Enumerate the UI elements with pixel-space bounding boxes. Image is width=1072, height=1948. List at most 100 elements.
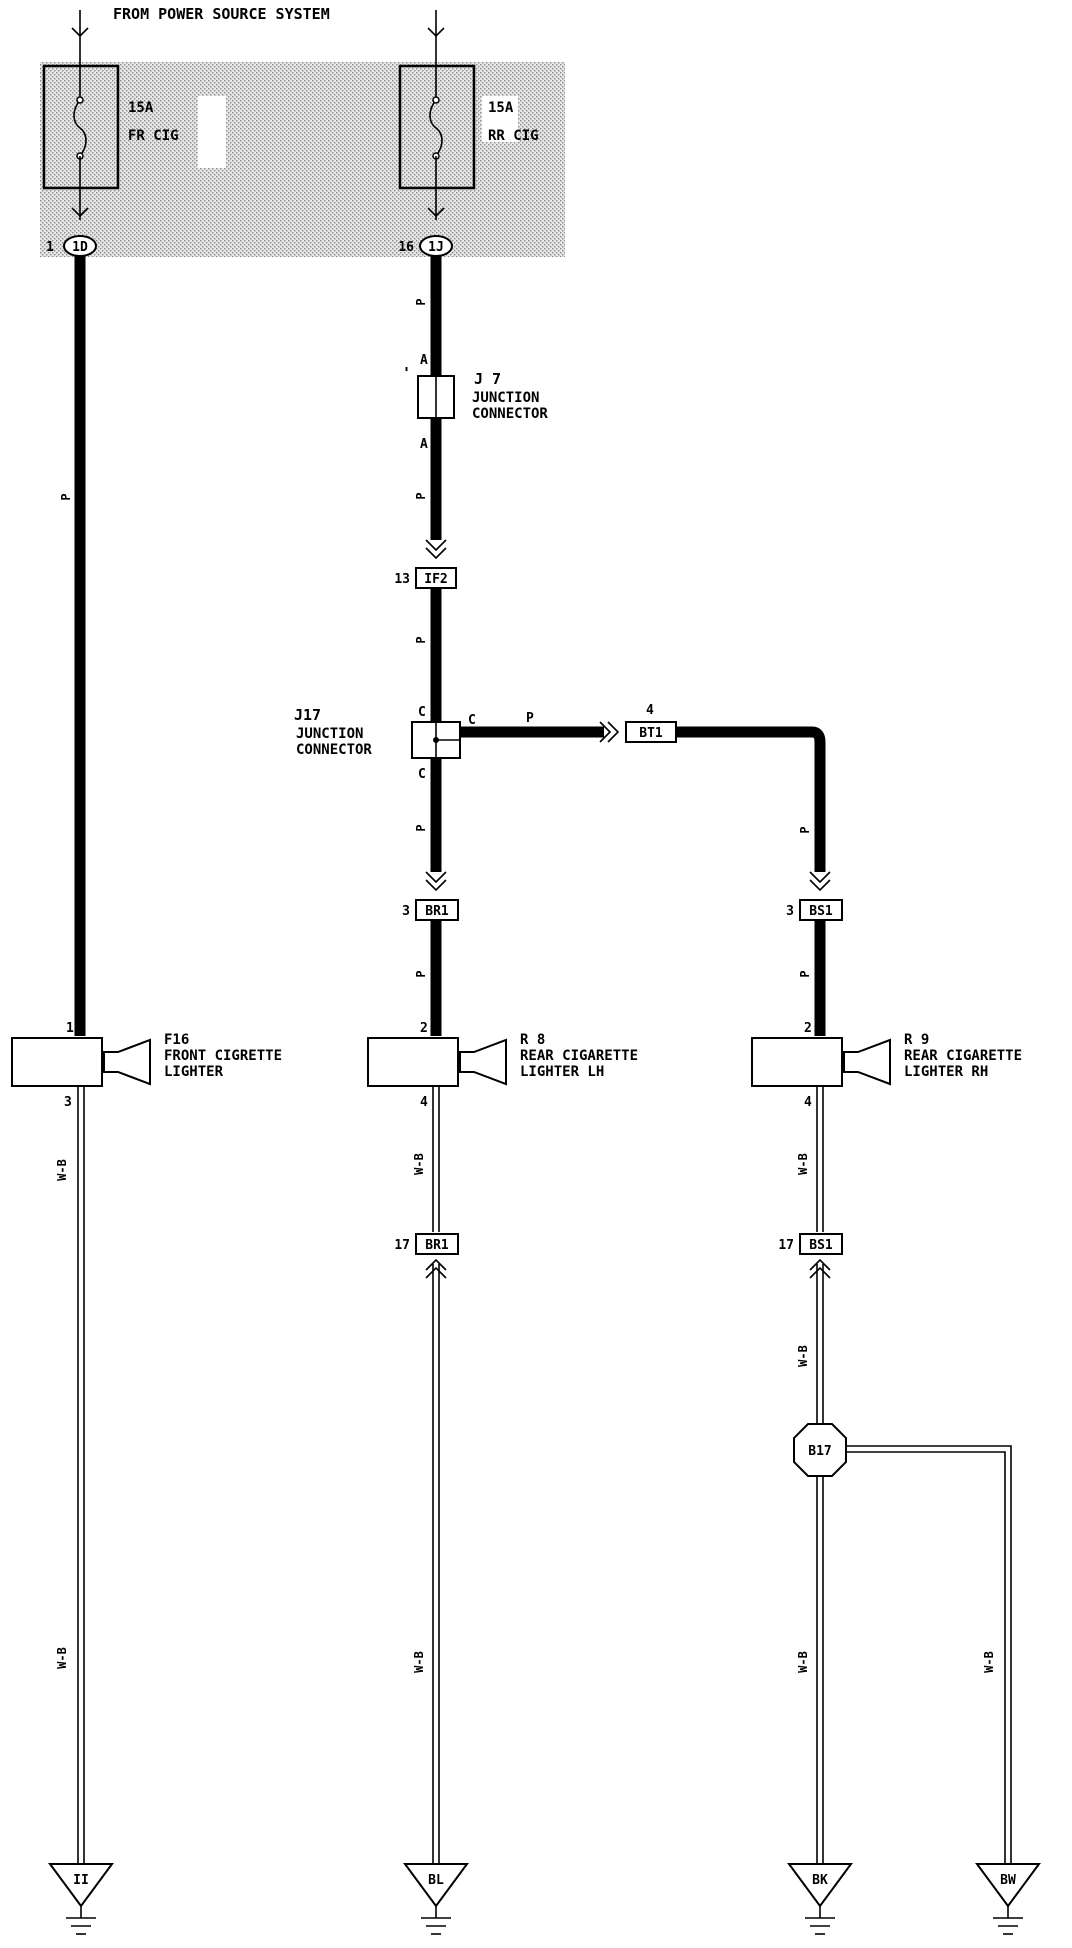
connector-id: BR1 xyxy=(425,1238,449,1253)
junction-connector-j17: C C C J17 JUNCTION CONNECTOR xyxy=(294,705,476,782)
pin-number: 4 xyxy=(646,703,654,718)
pin-number: 4 xyxy=(804,1095,812,1110)
diagram-title: FROM POWER SOURCE SYSTEM xyxy=(113,5,330,23)
wire-color-label: P xyxy=(59,493,73,500)
fuse-symbol-icon xyxy=(429,99,443,157)
junction-connector-j7: A A ' J 7 JUNCTION CONNECTOR xyxy=(402,353,548,452)
wire-p-rear-rh xyxy=(676,726,826,872)
connector-arrow-icon xyxy=(599,721,612,743)
pin-label: C xyxy=(418,767,426,782)
junction-name-line1: JUNCTION xyxy=(296,726,363,742)
connector-1j: 1J 16 xyxy=(398,235,453,257)
front-cigarette-lighter: F16 FRONT CIGRETTE LIGHTER 1 3 xyxy=(11,1021,282,1110)
pin-number: 3 xyxy=(402,904,410,919)
junction-name-line2: CONNECTOR xyxy=(296,742,372,758)
pin-number: 2 xyxy=(420,1021,428,1036)
component-name-line1: FRONT CIGRETTE xyxy=(164,1048,282,1064)
component-name-line2: LIGHTER xyxy=(164,1064,224,1080)
splice-b17: B17 xyxy=(793,1423,847,1477)
fuse-name: FR CIG xyxy=(128,128,179,144)
junction-id: J 7 xyxy=(474,370,501,388)
wire-color-label: P xyxy=(414,970,428,977)
wire-color-label: P xyxy=(414,298,428,305)
fuse-rating: 15A xyxy=(128,100,154,116)
ground-bk: BK xyxy=(787,1863,853,1935)
connector-bs1-upper: BS1 3 xyxy=(786,899,843,921)
connector-id: BS1 xyxy=(809,904,833,919)
rear-cigarette-lighter-rh: R 9 REAR CIGARETTE LIGHTER RH 2 4 xyxy=(751,1021,1022,1110)
ground-bw: BW xyxy=(975,1863,1041,1935)
ground-ii: II xyxy=(48,1863,114,1935)
pin-number: 4 xyxy=(420,1095,428,1110)
fuse-fr-cig: 15A FR CIG xyxy=(42,62,179,220)
component-name-line1: REAR CIGARETTE xyxy=(904,1048,1022,1064)
connector-br1-upper: BR1 3 xyxy=(402,899,459,921)
pin-number: 17 xyxy=(778,1238,794,1253)
fuse-label-bg-2 xyxy=(482,96,518,142)
connector-id: 1J xyxy=(428,240,444,255)
wire-color-label: W-B xyxy=(55,1159,69,1181)
connector-bt1: BT1 4 xyxy=(625,703,677,743)
fuse-symbol-icon xyxy=(73,99,87,157)
wire-color-label: W-B xyxy=(796,1345,810,1367)
ground-id: BW xyxy=(1000,1873,1016,1888)
connector-arrow-icon xyxy=(425,1258,447,1271)
pin-number: 16 xyxy=(398,240,414,255)
pin-number: 3 xyxy=(786,904,794,919)
wire-color-label: W-B xyxy=(55,1647,69,1669)
component-id: R 8 xyxy=(520,1032,545,1048)
ground-id: BL xyxy=(428,1873,444,1888)
source-arrow-left xyxy=(71,10,89,62)
pin-label: C xyxy=(468,713,476,728)
ground-id: II xyxy=(73,1873,89,1888)
junction-id: J17 xyxy=(294,706,321,724)
wire-color-label: P xyxy=(798,826,812,833)
pin-number: 1 xyxy=(66,1021,74,1036)
fuse-rating: 15A xyxy=(488,100,514,116)
wire-color-label: P xyxy=(414,824,428,831)
pin-number: 3 xyxy=(64,1095,72,1110)
splice-id: B17 xyxy=(808,1444,831,1459)
fuse-block-shade xyxy=(40,62,565,257)
wire-color-label: W-B xyxy=(412,1651,426,1673)
connector-arrow-icon xyxy=(809,1258,831,1271)
connector-id: BS1 xyxy=(809,1238,833,1253)
connector-arrow-icon xyxy=(425,871,447,884)
component-name-line1: REAR CIGARETTE xyxy=(520,1048,638,1064)
wire-color-label: P xyxy=(414,492,428,499)
connector-id: 1D xyxy=(72,240,88,255)
connector-id: BR1 xyxy=(425,904,449,919)
connector-id: IF2 xyxy=(424,572,447,587)
pin-number: 13 xyxy=(394,572,410,587)
wire-wb-ground-bw xyxy=(846,1445,1012,1864)
wire-color-label: P xyxy=(414,636,428,643)
connector-if2: IF2 13 xyxy=(394,567,457,589)
pin-number: 2 xyxy=(804,1021,812,1036)
wire-color-label: W-B xyxy=(982,1651,996,1673)
lighter-horn-icon xyxy=(103,1038,151,1086)
component-name-line2: LIGHTER LH xyxy=(520,1064,604,1080)
wire-color-label: W-B xyxy=(412,1153,426,1175)
wire-color-label: W-B xyxy=(796,1153,810,1175)
component-id: R 9 xyxy=(904,1032,929,1048)
component-name-line2: LIGHTER RH xyxy=(904,1064,988,1080)
junction-name-line1: JUNCTION xyxy=(472,390,539,406)
ground-id: BK xyxy=(812,1873,828,1888)
fuse-rr-cig: 15A RR CIG xyxy=(398,62,539,220)
rear-cigarette-lighter-lh: R 8 REAR CIGARETTE LIGHTER LH 2 4 xyxy=(367,1021,638,1110)
pin-label: C xyxy=(418,705,426,720)
junction-name-line2: CONNECTOR xyxy=(472,406,548,422)
component-id: F16 xyxy=(164,1032,189,1048)
source-arrow-right xyxy=(427,10,445,62)
connector-bs1-lower: BS1 17 xyxy=(778,1233,843,1255)
ground-bl: BL xyxy=(403,1863,469,1935)
connector-arrow-icon xyxy=(425,539,447,552)
pin-number: 1 xyxy=(46,240,54,255)
fuse-name: RR CIG xyxy=(488,128,539,144)
pin-label: A xyxy=(420,437,428,452)
lighter-horn-icon xyxy=(459,1038,507,1086)
connector-1d: 1D 1 xyxy=(46,235,97,257)
lighter-horn-icon xyxy=(843,1038,891,1086)
wire-color-label: W-B xyxy=(796,1651,810,1673)
